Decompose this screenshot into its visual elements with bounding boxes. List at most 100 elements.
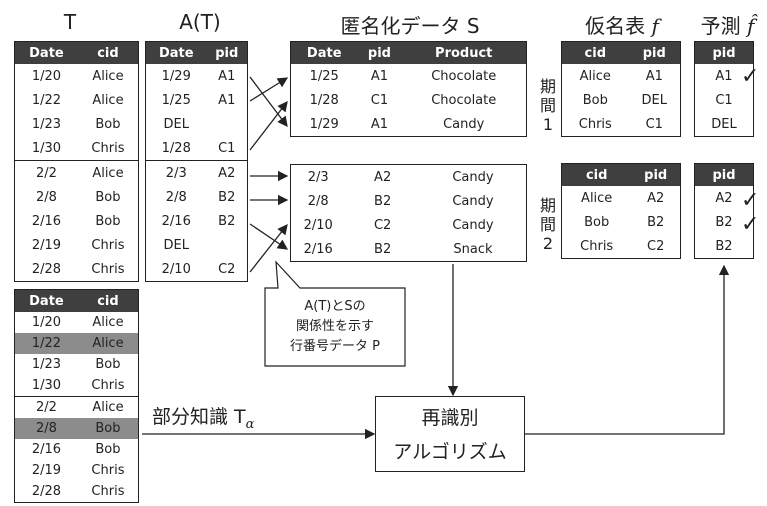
table-row: DEL <box>146 233 248 257</box>
check-icon: ✓ <box>741 212 760 237</box>
table-cell: A1 <box>218 92 236 108</box>
title-s: 匿名化データ S <box>340 14 480 38</box>
table-cell: A1 <box>218 68 236 84</box>
column-header: Date <box>14 41 78 64</box>
table-cell: 1/25 <box>161 92 191 108</box>
table-cell: Chris <box>578 116 612 132</box>
column-header: Product <box>401 41 527 64</box>
table-row: B2 <box>695 234 754 259</box>
table-cell: A1 <box>370 116 389 132</box>
table-cell: 1/29 <box>309 116 339 132</box>
column-header: Date <box>290 41 358 64</box>
table-cell: Bob <box>95 116 121 132</box>
table-cell: 2/16 <box>31 442 62 457</box>
table-cell: Alice <box>92 315 124 330</box>
title-t: T <box>63 10 77 34</box>
table-cell: 1/22 <box>31 92 62 108</box>
table-cell: Chocolate <box>431 68 497 84</box>
table-cell: Chris <box>91 463 125 478</box>
table-cell: 2/10 <box>161 261 191 277</box>
table-cell: Chris <box>580 238 614 254</box>
table-cell: Alice <box>77 160 139 185</box>
table-cell: C1 <box>218 140 236 156</box>
table-cell: C1 <box>715 92 733 108</box>
table-cell: Alice <box>77 396 139 418</box>
table-cell: 2/8 <box>307 193 329 209</box>
table-cell: 2/16 <box>303 241 333 257</box>
table-cell: 2/28 <box>31 261 62 277</box>
partial-knowledge-label: 部分知識 Tα <box>152 406 255 432</box>
table-cell: 1/20 <box>31 68 62 84</box>
table-cell: Bob <box>95 189 121 205</box>
title-prediction: 予測 f̂ <box>700 14 755 38</box>
table-cell: B2 <box>374 193 392 209</box>
table-cell: 2/19 <box>31 237 62 253</box>
table-row: 2/16 Bob <box>15 439 139 460</box>
table-cell: A2 <box>206 160 248 185</box>
table-cell: 2/2 <box>14 396 78 418</box>
table-cell: Chris <box>91 140 125 156</box>
table-cell: 1/30 <box>31 378 62 393</box>
column-header: pid <box>694 41 754 64</box>
table-row: 1/25 A1 <box>146 88 248 112</box>
table-cell: Candy <box>452 193 494 209</box>
table-cell: 1/30 <box>31 140 62 156</box>
table-cell: 2/3 <box>145 160 207 185</box>
title-f: 仮名表 f <box>585 14 659 38</box>
column-header: cid <box>561 41 629 64</box>
table-row: 2/8 B2 Candy <box>291 189 527 213</box>
table-row: A2 <box>695 186 754 210</box>
table-cell: B2 <box>647 214 665 230</box>
column-header: cid <box>561 163 632 186</box>
table-row: 2/28 Chris <box>15 257 139 282</box>
table-cell: C1 <box>645 116 663 132</box>
column-header: Date <box>14 289 78 312</box>
table-cell: 1/28 <box>161 140 191 156</box>
table-cell: Bob <box>95 442 121 457</box>
table-cell: Chris <box>91 378 125 393</box>
table-cell: A1 <box>370 68 389 84</box>
table-cell: B2 <box>218 213 236 229</box>
table-cell: C2 <box>373 217 392 233</box>
table-cell: Chris <box>91 261 125 277</box>
table-cell: Alice <box>581 190 613 206</box>
table-row: C1 <box>695 88 754 112</box>
table-cell: 1/23 <box>31 357 62 372</box>
callout-text: A(T)とSの関係性を示す行番号データ P <box>290 299 380 354</box>
table-cell: Chocolate <box>431 92 497 108</box>
reidentification-algorithm-box: 再識別アルゴリズム <box>375 396 525 472</box>
table-cell: Chris <box>91 484 125 499</box>
